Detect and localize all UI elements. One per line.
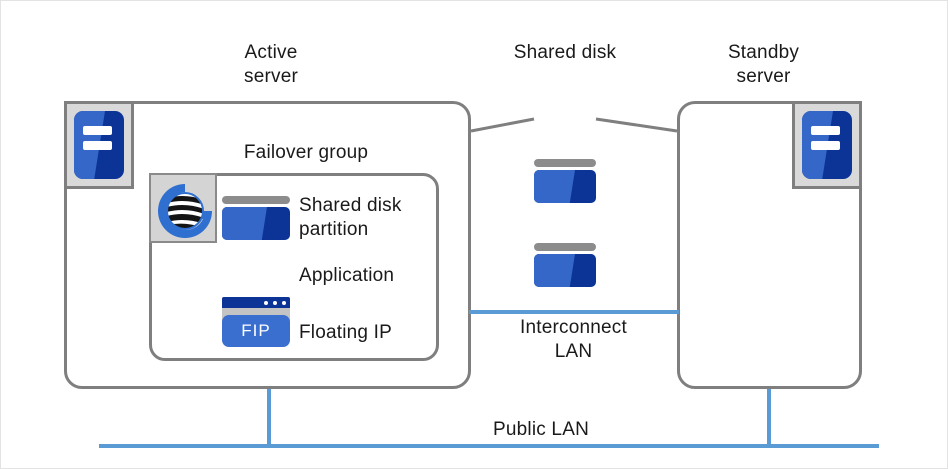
public-lan-line (99, 444, 879, 448)
public-lan-drop-active (267, 389, 271, 448)
shared-disk-icon-lower (534, 243, 596, 287)
disk-top-bar (534, 243, 596, 251)
standby-server-icon (792, 101, 862, 189)
application-title-bar (222, 297, 290, 308)
public-lan-drop-standby (767, 389, 771, 448)
link-shared-disk-to-standby (595, 117, 678, 133)
failover-group-label: Failover group (243, 142, 369, 163)
server-bar-2 (811, 140, 840, 151)
standby-server-label: Standby server (727, 42, 800, 87)
resource-icon-shared-disk-partition (222, 196, 290, 240)
resource-label-shared-disk-partition: Shared disk partition (299, 195, 402, 240)
resource-label-floating-ip: Floating IP (299, 322, 393, 343)
interconnect-lan-line (469, 310, 679, 314)
expresscluster-logo-icon (158, 184, 212, 238)
resource-label-application: Application (299, 265, 395, 286)
window-dot-1 (263, 300, 268, 305)
server-bar-2 (83, 140, 112, 151)
resource-icon-floating-ip: FIP (222, 315, 290, 347)
server-card-shape (74, 111, 124, 179)
disk-body-shape (534, 254, 596, 287)
window-dot-3 (281, 300, 286, 305)
disk-body-shape (222, 207, 290, 240)
public-lan-label: Public LAN (493, 419, 589, 440)
link-active-to-shared-disk (470, 117, 535, 133)
disk-body-shape (534, 170, 596, 203)
active-server-box[interactable] (64, 101, 471, 389)
interconnect-lan-label: Interconnect LAN (520, 317, 627, 362)
shared-disk-icon-upper (534, 159, 596, 203)
expresscluster-logo (149, 173, 217, 243)
failover-group-box[interactable] (149, 173, 439, 361)
disk-top-bar (534, 159, 596, 167)
window-dot-2 (272, 300, 277, 305)
active-server-label: Active server (244, 42, 298, 87)
server-card-shape (802, 111, 852, 179)
shared-disk-label: Shared disk (513, 42, 617, 63)
server-bar-1 (811, 125, 840, 136)
active-server-icon (64, 101, 134, 189)
server-bar-1 (83, 125, 112, 136)
standby-server-box[interactable] (677, 101, 862, 389)
disk-top-bar (222, 196, 290, 204)
